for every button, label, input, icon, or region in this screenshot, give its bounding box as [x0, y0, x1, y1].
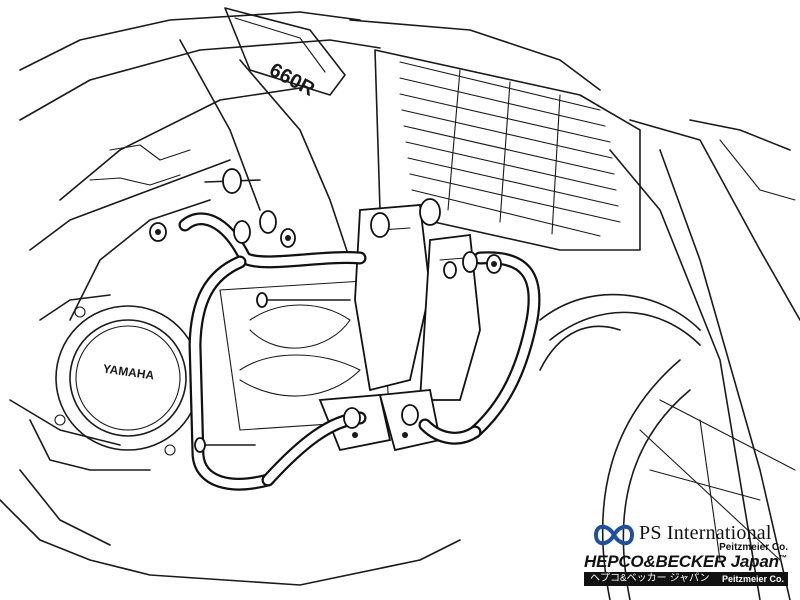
radiator-grille	[349, 19, 641, 251]
ps-international-subtitle: Peitzmeier Co.	[719, 542, 788, 553]
frame-outline	[19, 11, 381, 321]
trademark-mark: ™	[778, 553, 787, 563]
tank-decal: 660R	[266, 59, 319, 101]
hepco-becker-kana: ヘプコ&ベッカー ジャパン	[590, 573, 710, 584]
crash-bar	[178, 212, 541, 491]
mounting-plates	[318, 204, 481, 452]
hepco-becker-subtitle: Peitzmeier Co.	[721, 574, 784, 584]
hepco-becker-text: HEPCO&BECKER Japan	[584, 552, 779, 571]
ps-international-name: PS International	[639, 522, 772, 544]
hepco-becker-kana-bar: ヘプコ&ベッカー ジャパン Peitzmeier Co.	[584, 572, 788, 586]
hepco-becker-name: HEPCO&BECKER Japan™	[584, 552, 787, 572]
mounting-hardware	[149, 168, 502, 453]
front-fork-and-wheel	[539, 119, 800, 600]
infinity-logo-icon	[593, 524, 635, 546]
brand-logo-block: PS International Peitzmeier Co. HEPCO&BE…	[578, 518, 792, 590]
tank-panel: 660R	[224, 7, 346, 101]
engine-badge: YAMAHA	[102, 362, 155, 383]
